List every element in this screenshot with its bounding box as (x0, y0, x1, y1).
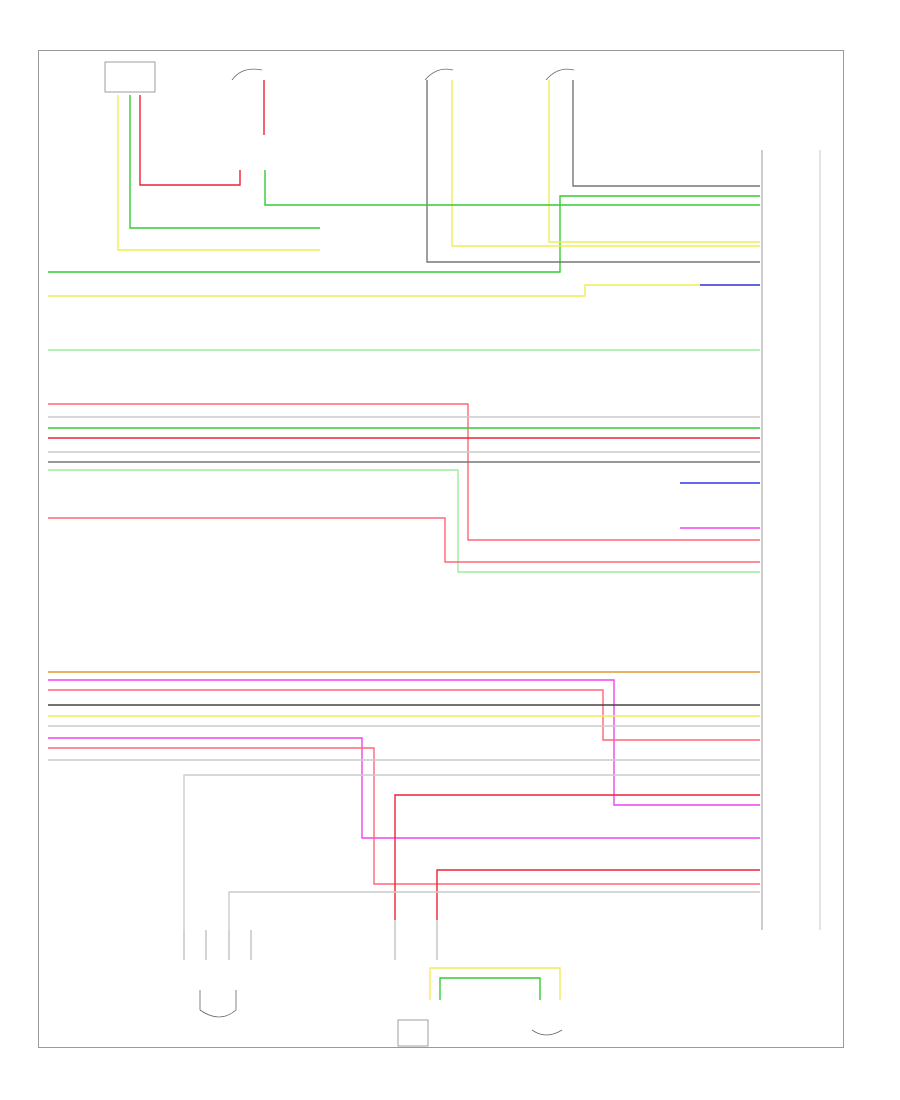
wire-w4 (48, 403, 760, 541)
tweeter-front-right (424, 68, 454, 81)
main-unit-connector (761, 150, 821, 930)
tweeter-rear-right (104, 61, 156, 93)
wire-w14 (48, 689, 760, 741)
wire-w35 (183, 774, 760, 930)
tweeter-left-front (545, 68, 575, 81)
wire-w29 (117, 95, 320, 251)
wire-w19 (48, 747, 760, 885)
speaker-left-lower-2 (531, 1029, 563, 1036)
wire-w37 (429, 967, 561, 1000)
wire-w2 (48, 284, 760, 297)
wire-w25 (548, 80, 760, 243)
wire-w27 (139, 95, 241, 186)
wire-w22 (436, 869, 760, 920)
wire-w26 (572, 80, 760, 187)
tweeter-right-front (231, 68, 263, 81)
wire-w24 (451, 80, 760, 247)
diagram-frame (38, 50, 844, 1048)
wire-w13 (48, 679, 760, 806)
wire-w38 (439, 977, 541, 1000)
woofer-rear-speaker (199, 990, 237, 1018)
bottom-connector-group (183, 920, 438, 960)
wire-w36 (228, 891, 760, 930)
wires-layer (48, 80, 760, 1000)
wire-w11 (48, 517, 760, 563)
wire-w28 (129, 95, 320, 229)
wire-w30 (264, 170, 760, 206)
wire-w21 (394, 794, 760, 920)
speaker-left-lower (397, 1019, 429, 1047)
wire-w23 (426, 80, 760, 263)
wire-w1 (48, 195, 760, 273)
wire-w18 (48, 737, 760, 839)
wire-w10 (48, 469, 760, 573)
